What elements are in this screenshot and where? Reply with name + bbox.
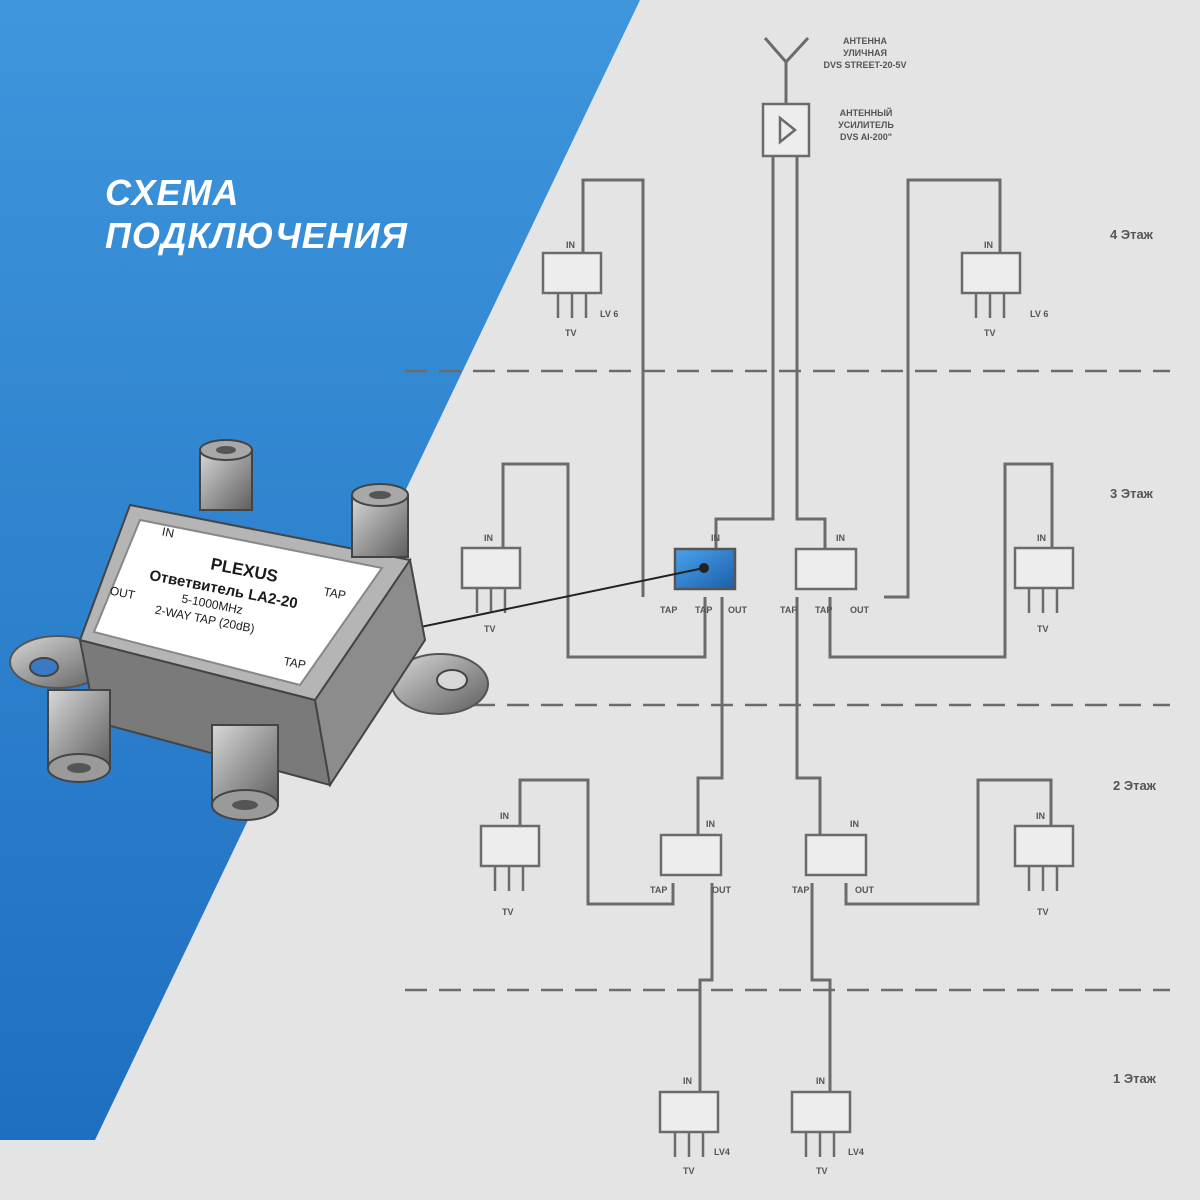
cable-type-label: LV4 (848, 1147, 864, 1157)
port-tap-label: TAP (815, 605, 832, 615)
cable-type-label: LV 6 (1030, 309, 1048, 319)
tap-splitter-3-right: IN TAP TAP OUT (780, 533, 870, 615)
port-in-label: IN (850, 819, 859, 829)
tv-outlet-4-left: IN TV LV 6 (541, 240, 618, 338)
antenna-label-3: DVS STREET-20-5V (823, 60, 906, 70)
cable-type-label: LV4 (714, 1147, 730, 1157)
antenna-label-1: АНТЕННА (843, 36, 887, 46)
floor-label-3: 3 Этаж (1110, 486, 1154, 501)
tv-label: TV (984, 328, 996, 338)
tv-outlet-2-right: IN TV (1013, 811, 1075, 917)
cable-type-label: LV 6 (600, 309, 618, 319)
floor-label-2: 2 Этаж (1113, 778, 1157, 793)
port-in-label: IN (706, 819, 715, 829)
device-port-out: OUT (109, 584, 137, 603)
amplifier-triangle-icon (778, 115, 798, 145)
port-in-label: IN (984, 240, 993, 250)
port-tap-label: TAP (780, 605, 797, 615)
port-in-label: IN (816, 1076, 825, 1086)
f-connector-bottom-left (47, 689, 111, 783)
tv-label: TV (816, 1166, 828, 1176)
tap-splitter-3-left: IN TAP TAP OUT (660, 533, 748, 615)
f-connector-top-left (199, 439, 253, 511)
tap-splitter-device-illustration: IN PLEXUS TAP Ответвитель LA2-20 5-1000M… (9, 439, 489, 821)
port-tap-label: TAP (660, 605, 677, 615)
tv-label: TV (502, 907, 514, 917)
f-connector-top-right (351, 483, 409, 558)
port-in-label: IN (683, 1076, 692, 1086)
amplifier-box (761, 102, 811, 158)
f-connector-bottom-right (211, 724, 279, 821)
port-tap-label: TAP (650, 885, 667, 895)
title-line1: СХЕМА (105, 172, 240, 213)
port-in-label: IN (711, 533, 720, 543)
port-out-label: OUT (712, 885, 732, 895)
floor-label-4: 4 Этаж (1110, 227, 1154, 242)
port-in-label: IN (836, 533, 845, 543)
tv-outlet-3-left: IN TV (460, 533, 522, 634)
port-in-label: IN (566, 240, 575, 250)
device-port-tap-top: TAP (322, 584, 347, 602)
tap-splitter-2-right: IN TAP OUT (792, 819, 875, 895)
port-out-label: OUT (855, 885, 875, 895)
tv-label: TV (683, 1166, 695, 1176)
amplifier-label-3: DVS AI-200" (840, 132, 892, 142)
port-in-label: IN (484, 533, 493, 543)
port-in-label: IN (1037, 533, 1046, 543)
port-in-label: IN (1036, 811, 1045, 821)
tv-outlet-3-right: IN TV (1013, 533, 1075, 634)
tv-outlet-2-left: IN TV (479, 811, 541, 917)
amplifier-label-1: АНТЕННЫЙ (840, 107, 893, 118)
tv-label: TV (1037, 624, 1049, 634)
tap-splitter-2-left: IN TAP OUT (650, 819, 732, 895)
tv-outlet-4-right: IN TV LV 6 (960, 240, 1048, 338)
device-port-in: IN (161, 525, 175, 541)
device-port-tap-bottom: TAP (282, 654, 307, 672)
tv-label: TV (1037, 907, 1049, 917)
tv-outlet-1-right: IN TV LV4 (790, 1076, 864, 1176)
cable-lines (501, 156, 1054, 1092)
highlighted-tap-box (673, 547, 737, 591)
port-in-label: IN (500, 811, 509, 821)
tv-outlet-1-left: IN TV LV4 (658, 1076, 730, 1176)
tv-label: TV (484, 624, 496, 634)
pointer-dot (699, 563, 709, 573)
port-out-label: OUT (850, 605, 870, 615)
device-label-plate (92, 518, 384, 687)
port-out-label: OUT (728, 605, 748, 615)
port-tap-label: TAP (695, 605, 712, 615)
port-tap-label: TAP (792, 885, 809, 895)
floor-label-1: 1 Этаж (1113, 1071, 1157, 1086)
antenna-icon (763, 36, 810, 104)
tv-label: TV (565, 328, 577, 338)
floor-separators (405, 369, 1170, 992)
amplifier-label-2: УСИЛИТЕЛЬ (838, 120, 894, 130)
title-line2: ПОДКЛЮЧЕНИЯ (105, 215, 408, 256)
antenna-label-2: УЛИЧНАЯ (843, 48, 887, 58)
